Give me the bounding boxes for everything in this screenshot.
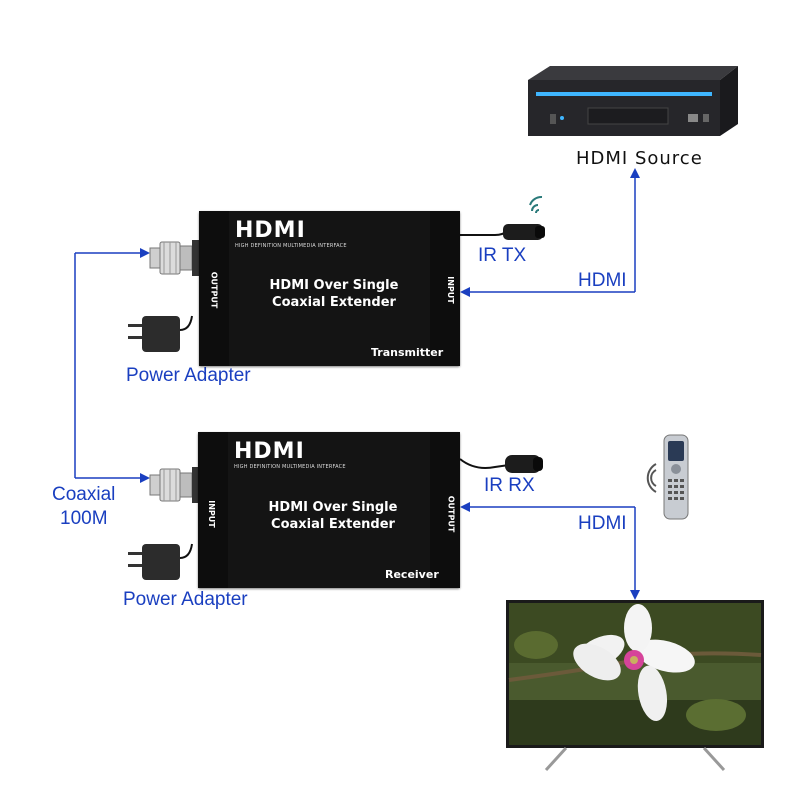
coaxial-label: Coaxial	[52, 485, 115, 504]
hdmi-bottom-label: HDMI	[578, 514, 627, 533]
transmitter-device: HDMI HIGH DEFINITION MULTIMEDIA INTERFAC…	[199, 211, 460, 366]
receiver-logo-tagline: HIGH DEFINITION MULTIMEDIA INTERFACE	[234, 465, 346, 470]
hdmi-source-label: HDMI Source	[576, 150, 703, 168]
receiver-right-panel	[430, 432, 460, 588]
wireless-signal-icon	[642, 460, 660, 496]
bnc-connector-icon	[148, 463, 200, 507]
receiver-title-line1: HDMI Over Single	[243, 499, 423, 516]
ir-tx-label: IR TX	[478, 246, 526, 265]
ir-rx-label: IR RX	[484, 476, 535, 495]
receiver-output-port-label: OUTPUT	[446, 496, 454, 533]
coaxial-length-label: 100M	[60, 509, 108, 528]
power-adapter-top-label: Power Adapter	[126, 366, 251, 385]
transmitter-output-port-label: OUTPUT	[209, 272, 217, 309]
power-adapter-bottom-label: Power Adapter	[123, 590, 248, 609]
transmitter-logo-tagline: HIGH DEFINITION MULTIMEDIA INTERFACE	[235, 244, 347, 249]
transmitter-input-port-label: INPUT	[446, 276, 454, 304]
receiver-title-line2: Coaxial Extender	[243, 516, 423, 533]
bnc-connector-icon	[148, 236, 200, 280]
wireless-signal-icon	[528, 193, 554, 215]
dvd-player-icon	[528, 62, 738, 142]
transmitter-hdmi-logo: HDMI	[235, 220, 306, 242]
transmitter-title-line1: HDMI Over Single	[244, 277, 424, 294]
receiver-input-port-label: INPUT	[207, 500, 215, 528]
power-plug-icon	[128, 538, 198, 584]
tv-display-icon	[506, 600, 764, 772]
receiver-role-label: Receiver	[385, 569, 439, 580]
receiver-device: HDMI HIGH DEFINITION MULTIMEDIA INTERFAC…	[198, 432, 460, 588]
transmitter-role-label: Transmitter	[371, 347, 443, 358]
transmitter-title-line2: Coaxial Extender	[244, 294, 424, 311]
hdmi-top-label: HDMI	[578, 271, 627, 290]
power-plug-icon	[128, 310, 198, 356]
remote-control-icon	[662, 433, 692, 521]
receiver-hdmi-logo: HDMI	[234, 441, 305, 463]
